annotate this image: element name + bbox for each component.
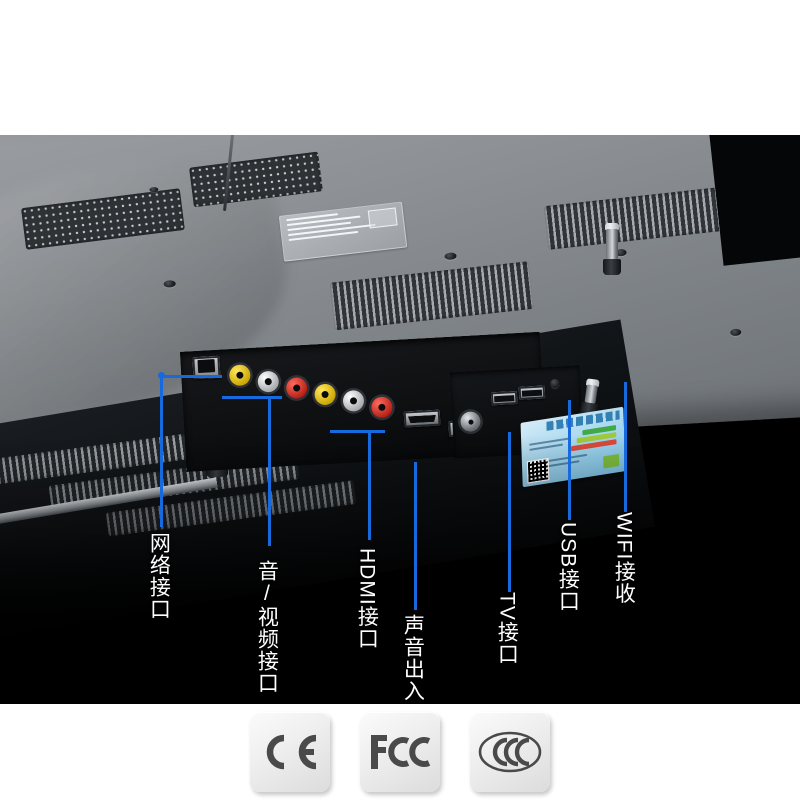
wifi-antenna-right bbox=[603, 223, 621, 275]
rca-audio-left-white bbox=[257, 370, 280, 393]
callout-label-av: 音/视频接口 bbox=[255, 560, 279, 694]
ccc-icon bbox=[478, 731, 542, 773]
leader-line-network bbox=[160, 375, 222, 378]
fcc-icon bbox=[371, 735, 431, 769]
vent-slots-right bbox=[543, 186, 728, 250]
screw-hole bbox=[730, 328, 742, 337]
rca-audio-out-white bbox=[342, 389, 365, 412]
callout-label-audio: 声音出入 bbox=[401, 614, 425, 702]
badge-fcc bbox=[360, 712, 440, 792]
usb-port-1 bbox=[490, 390, 518, 406]
spec-sticker bbox=[278, 201, 408, 262]
callout-label-tv: TV接口 bbox=[495, 592, 519, 665]
rca-video-in-yellow bbox=[228, 364, 251, 387]
qr-code bbox=[526, 457, 550, 484]
callout-label-hdmi: HDMI接口 bbox=[355, 548, 379, 650]
badge-ce bbox=[250, 712, 330, 792]
vent-slots-center bbox=[329, 261, 534, 331]
top-white-margin bbox=[0, 0, 800, 136]
screw-hole bbox=[550, 378, 560, 389]
energy-green-chip bbox=[603, 453, 620, 469]
certification-badges bbox=[0, 704, 800, 800]
antenna-base bbox=[603, 259, 621, 275]
leader-line-wifi bbox=[624, 382, 627, 512]
leader-line-av bbox=[222, 396, 282, 399]
leader-line-av-down bbox=[268, 396, 271, 546]
rca-audio-right-red bbox=[285, 376, 308, 400]
antenna-body bbox=[606, 229, 618, 259]
shell-right-shadow bbox=[703, 135, 800, 266]
rca-audio-out-red bbox=[370, 396, 393, 419]
leader-line-network-down bbox=[160, 375, 163, 527]
leader-line-usb bbox=[568, 400, 571, 520]
antenna-body bbox=[584, 384, 598, 404]
ce-icon bbox=[266, 734, 317, 770]
tv-photo bbox=[0, 135, 800, 700]
screw-hole bbox=[444, 252, 457, 261]
badge-ccc bbox=[470, 712, 550, 792]
usb-port-2 bbox=[518, 385, 546, 400]
leader-line-hdmi bbox=[330, 430, 385, 433]
leader-line-hdmi-down bbox=[368, 430, 371, 540]
leader-line-tv bbox=[508, 432, 511, 592]
spec-sticker-box bbox=[367, 207, 398, 229]
rca-video-out-yellow bbox=[314, 383, 337, 406]
coax-tv-port bbox=[459, 411, 482, 433]
callout-label-network: 网络接口 bbox=[147, 532, 171, 620]
callout-label-usb: USB接口 bbox=[556, 522, 580, 613]
leader-line-audio bbox=[414, 462, 417, 610]
hdmi-port-1 bbox=[403, 409, 441, 428]
callout-label-wifi: WIFI接收 bbox=[612, 512, 636, 605]
black-backdrop-lower bbox=[0, 690, 800, 704]
antenna-cap bbox=[605, 223, 619, 230]
